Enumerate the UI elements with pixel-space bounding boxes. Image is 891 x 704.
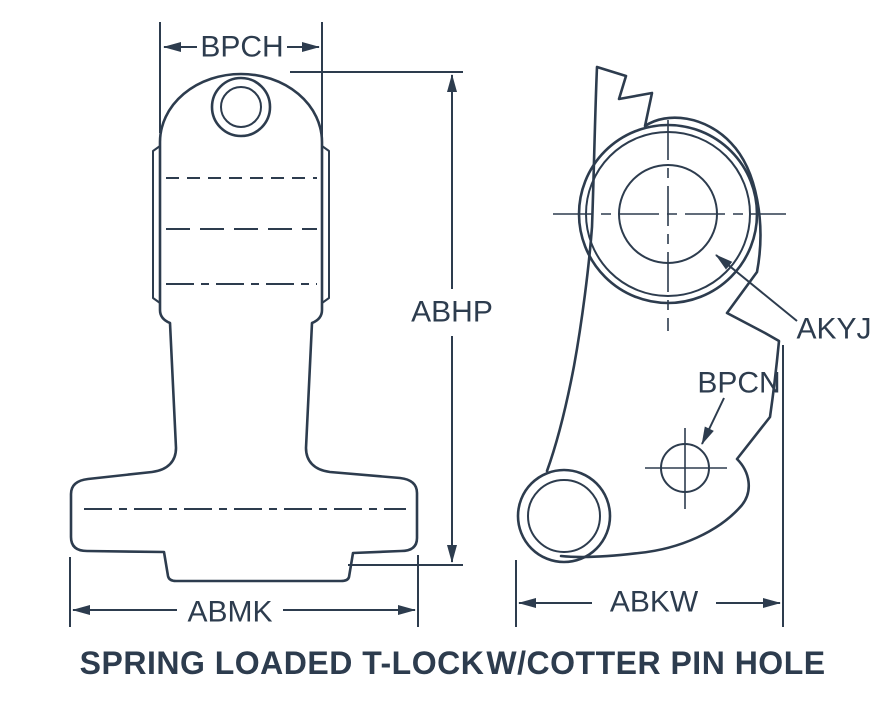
dim-label-abkw: ABKW xyxy=(610,586,699,619)
t-lock-body-outline xyxy=(69,72,419,583)
akyj-leader-line xyxy=(715,254,798,322)
callout-bpcn: BPCN xyxy=(697,367,781,445)
caption-left-figure: SPRING LOADED T-LOCK xyxy=(80,645,485,681)
t-lock-left-spring-tab xyxy=(152,145,161,304)
callout-label-bpcn: BPCN xyxy=(697,367,780,400)
dimension-abhp: ABHP xyxy=(290,71,493,566)
t-lock-pin-hole-outer xyxy=(210,76,272,138)
callout-akyj: AKYJ xyxy=(715,254,872,346)
drawing-caption: SPRING LOADED T-LOCK W/COTTER PIN HOLE xyxy=(80,645,825,681)
dimension-abmk: ABMK xyxy=(69,555,419,629)
dim-label-abhp: ABHP xyxy=(411,296,493,329)
lower-boss-outer-circle xyxy=(516,468,612,564)
t-lock-pin-hole-inner xyxy=(220,86,262,128)
cam-body-outline xyxy=(545,65,781,559)
dimension-bpch: BPCH xyxy=(159,22,323,138)
bpcn-leader-line xyxy=(701,397,725,445)
t-lock-right-spring-tab xyxy=(321,145,330,304)
figure-spring-loaded-t-lock xyxy=(69,72,419,583)
lower-boss-inner-circle xyxy=(527,479,601,553)
callout-label-akyj: AKYJ xyxy=(796,313,871,346)
dimension-abkw: ABKW xyxy=(515,345,784,627)
dim-label-abmk: ABMK xyxy=(187,596,272,629)
caption-right-figure: W/COTTER PIN HOLE xyxy=(486,645,825,681)
figure-cotter-pin-hole-view xyxy=(516,65,786,564)
dim-label-bpch: BPCH xyxy=(200,31,283,64)
